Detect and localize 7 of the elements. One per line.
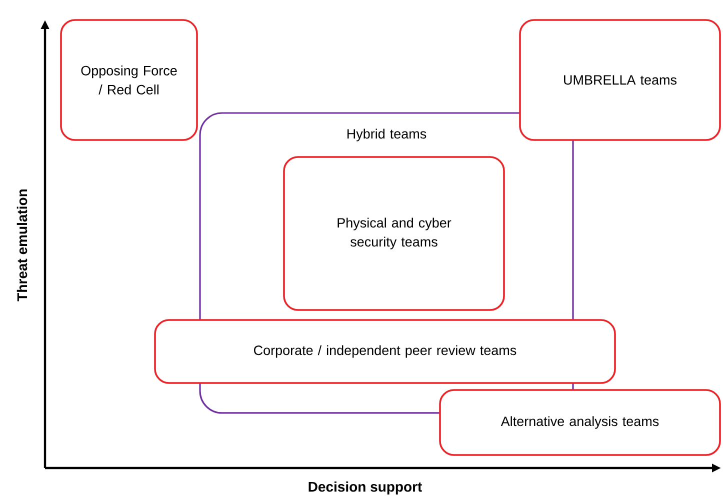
axis-label: Decision support <box>308 481 422 494</box>
team-box: Physical and cyber security teams <box>283 156 505 311</box>
team-box: UMBRELLA teams <box>519 19 721 141</box>
team-box: Alternative analysis teams <box>439 389 721 456</box>
team-box: Opposing Force / Red Cell <box>60 19 198 141</box>
axis-label: Threat emulation <box>16 189 28 302</box>
team-box: Corporate / independent peer review teams <box>154 319 616 384</box>
